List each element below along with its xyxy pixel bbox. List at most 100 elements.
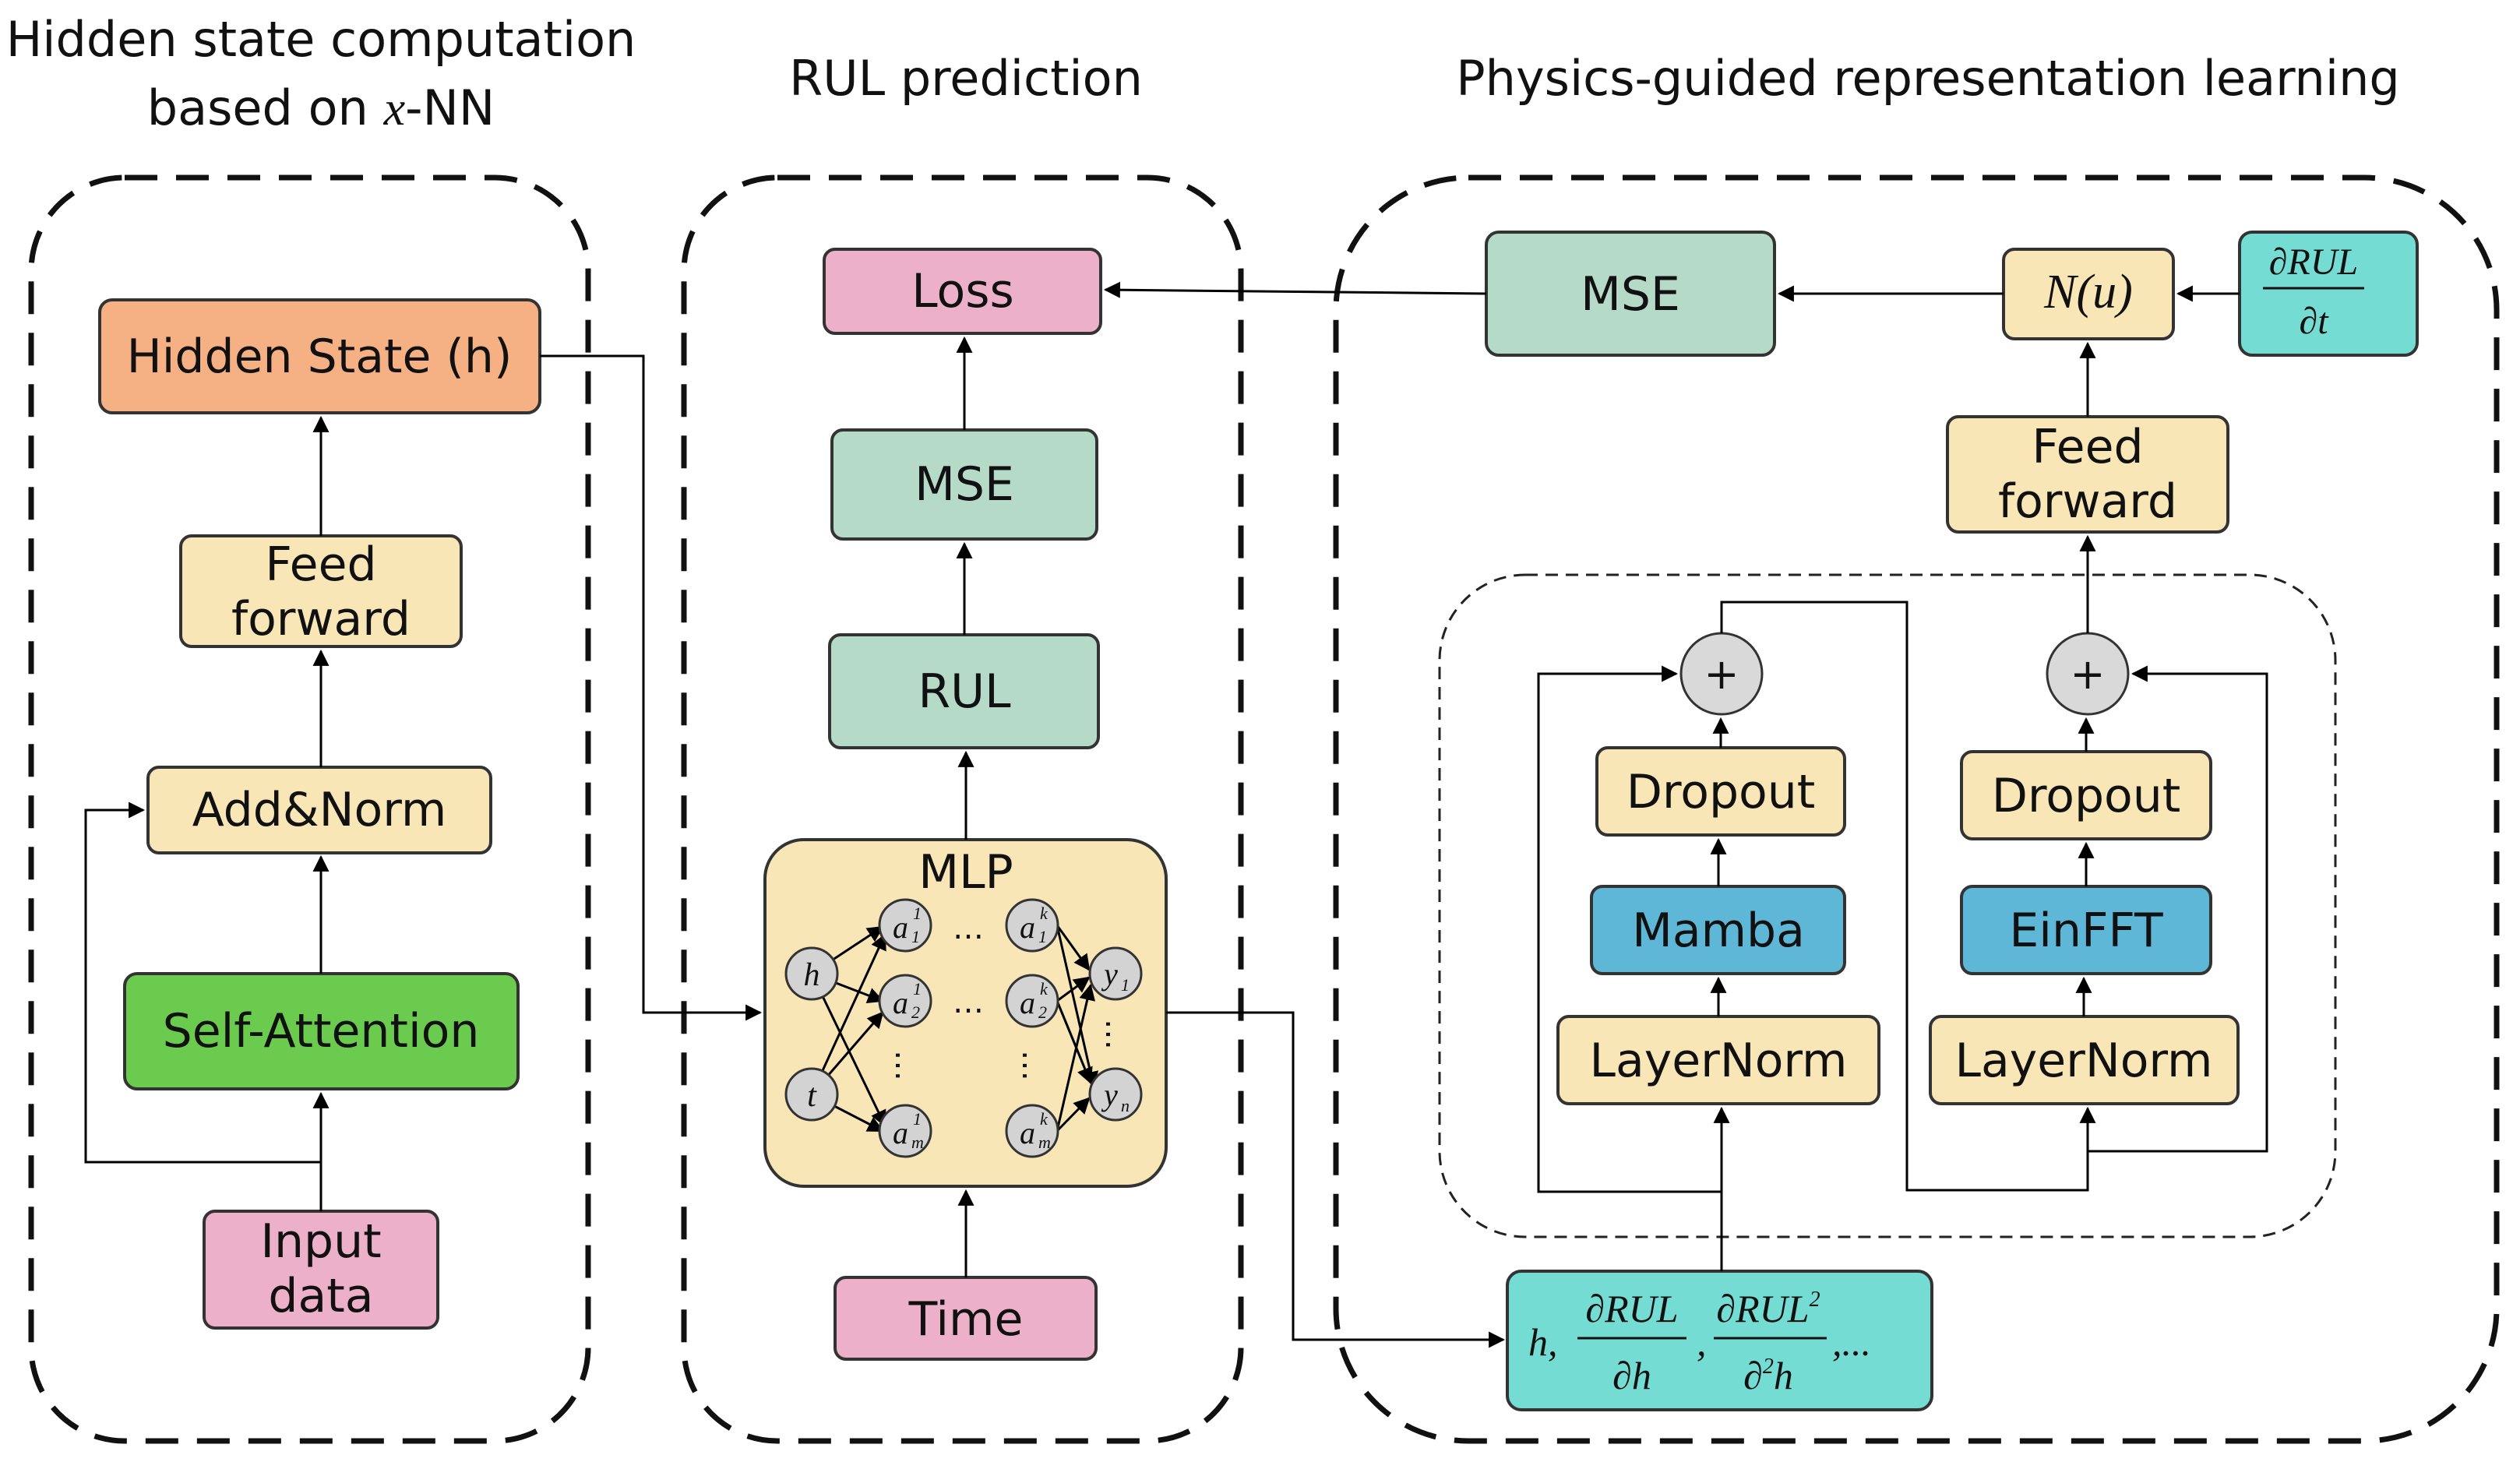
- rul-box: RUL: [828, 633, 1100, 749]
- hidden-state-box: Hidden State (h): [98, 298, 541, 414]
- svg-text:Loss: Loss: [911, 264, 1014, 319]
- time-box: Time: [834, 1276, 1098, 1361]
- svg-text:Add&Norm: Add&Norm: [192, 783, 447, 837]
- svg-text:LayerNorm: LayerNorm: [1955, 1034, 2213, 1088]
- mlp-node-h: h: [784, 946, 839, 1001]
- svg-text:a: a: [893, 985, 908, 1020]
- mlp-edges: [810, 925, 1099, 1133]
- right-section-title: Physics-guided representation learning: [1456, 50, 2399, 107]
- left-feed-forward-box: Feed forward: [179, 534, 463, 648]
- middle-section-title: RUL prediction: [789, 50, 1143, 107]
- svg-text:a: a: [1020, 1115, 1035, 1150]
- svg-text:Hidden State (h): Hidden State (h): [127, 329, 513, 384]
- mlp-node-ak-1: a k 1: [1005, 898, 1059, 953]
- plus-node-left: +: [1679, 632, 1764, 716]
- mlp-node-y1: y 1: [1088, 946, 1143, 1001]
- svg-text:∂t: ∂t: [2299, 301, 2329, 342]
- inner-block-panel: [1438, 573, 2337, 1238]
- right-arrows: [1103, 281, 2268, 1271]
- svg-text:MSE: MSE: [1581, 267, 1680, 322]
- svg-text:MSE: MSE: [915, 457, 1014, 512]
- right-mse-box: MSE: [1485, 231, 1776, 357]
- svg-text:1: 1: [913, 1109, 922, 1129]
- svg-text:Feed: Feed: [2032, 420, 2143, 474]
- partial-rul-t-box: ∂RUL ∂t: [2238, 231, 2419, 357]
- svg-text:∂h: ∂h: [1612, 1354, 1651, 1397]
- svg-text:Input: Input: [260, 1214, 381, 1269]
- dropout-box-right: Dropout: [1960, 750, 2212, 840]
- svg-text:Time: Time: [908, 1292, 1024, 1347]
- svg-text:EinFFT: EinFFT: [2009, 904, 2163, 958]
- derivatives-input-box: h, ∂RUL ∂h , ∂RUL2 ∂2h ,...: [1506, 1270, 1933, 1411]
- left-arrows: [84, 354, 763, 1211]
- svg-text:data: data: [268, 1269, 373, 1323]
- add-norm-box: Add&Norm: [146, 766, 492, 854]
- svg-text:N(u): N(u): [2043, 266, 2133, 319]
- mlp-node-ak-m: a k m: [1005, 1104, 1059, 1158]
- input-data-box: Input data: [203, 1210, 439, 1330]
- svg-text:1: 1: [913, 904, 922, 923]
- right-panel: [1333, 174, 2500, 1444]
- svg-text:a: a: [1020, 910, 1035, 945]
- mamba-box: Mamba: [1590, 885, 1846, 975]
- svg-text:∂2h: ∂2h: [1743, 1354, 1793, 1397]
- svg-text:m: m: [911, 1133, 924, 1152]
- svg-text:forward: forward: [231, 592, 411, 646]
- svg-text:,...: ,...: [1832, 1320, 1871, 1364]
- n-u-box: N(u): [2002, 248, 2175, 340]
- svg-text:y: y: [1101, 1077, 1118, 1112]
- svg-text:2: 2: [911, 1002, 920, 1022]
- middle-arrows: [956, 336, 1506, 1348]
- svg-text:2: 2: [1038, 1002, 1047, 1022]
- mlp-box: MLP: [763, 838, 1168, 1188]
- middle-panel: [681, 174, 1244, 1444]
- svg-text:h: h: [804, 957, 820, 993]
- svg-text:k: k: [1040, 979, 1049, 999]
- svg-text:Dropout: Dropout: [1627, 765, 1816, 819]
- mlp-node-yn: y n: [1088, 1067, 1143, 1122]
- svg-text:…: …: [953, 911, 984, 946]
- plus-node-right: +: [2046, 632, 2130, 716]
- svg-text:…: …: [888, 1050, 924, 1081]
- svg-text:Dropout: Dropout: [1992, 769, 2181, 823]
- svg-text:…: …: [1098, 1019, 1134, 1050]
- svg-text:h,: h,: [1528, 1320, 1558, 1364]
- svg-text:forward: forward: [1998, 474, 2177, 529]
- right-feed-forward-box: Feed forward: [1946, 415, 2229, 534]
- svg-text:a: a: [893, 1115, 908, 1150]
- mlp-label: MLP: [918, 845, 1013, 900]
- mlp-node-a1-m: a 1 m: [878, 1104, 932, 1158]
- svg-text:…: …: [953, 985, 984, 1020]
- svg-text:1: 1: [913, 979, 922, 999]
- left-panel: [28, 174, 591, 1444]
- svg-text:1: 1: [911, 927, 920, 946]
- svg-text:Self-Attention: Self-Attention: [163, 1004, 480, 1059]
- svg-text:n: n: [1121, 1096, 1130, 1115]
- svg-text:+: +: [1704, 650, 1739, 699]
- left-section-title-line1: Hidden state computation: [6, 11, 636, 68]
- svg-text:1: 1: [1038, 927, 1047, 946]
- svg-text:k: k: [1040, 1109, 1049, 1129]
- layernorm-box-left: LayerNorm: [1556, 1015, 1880, 1105]
- svg-text:t: t: [807, 1078, 817, 1114]
- mlp-ellipses: … … … … …: [888, 911, 1134, 1081]
- svg-text:m: m: [1038, 1133, 1051, 1152]
- svg-text:…: …: [1015, 1050, 1051, 1081]
- self-attention-box: Self-Attention: [123, 972, 520, 1090]
- loss-box: Loss: [823, 248, 1102, 335]
- svg-text:,: ,: [1697, 1320, 1707, 1364]
- middle-mse-box: MSE: [830, 428, 1098, 541]
- svg-text:a: a: [1020, 985, 1035, 1020]
- svg-text:Mamba: Mamba: [1632, 904, 1805, 958]
- svg-text:a: a: [893, 910, 908, 945]
- mlp-node-t: t: [784, 1067, 839, 1122]
- dropout-box-left: Dropout: [1595, 746, 1846, 837]
- mlp-node-a1-2: a 1 2: [878, 974, 932, 1028]
- svg-text:+: +: [2070, 650, 2105, 699]
- svg-text:k: k: [1040, 904, 1049, 923]
- svg-text:LayerNorm: LayerNorm: [1590, 1034, 1848, 1088]
- left-section-title-line2: based on x-NN: [147, 79, 495, 136]
- svg-text:∂RUL: ∂RUL: [2269, 241, 2358, 283]
- svg-text:∂RUL: ∂RUL: [1585, 1287, 1678, 1330]
